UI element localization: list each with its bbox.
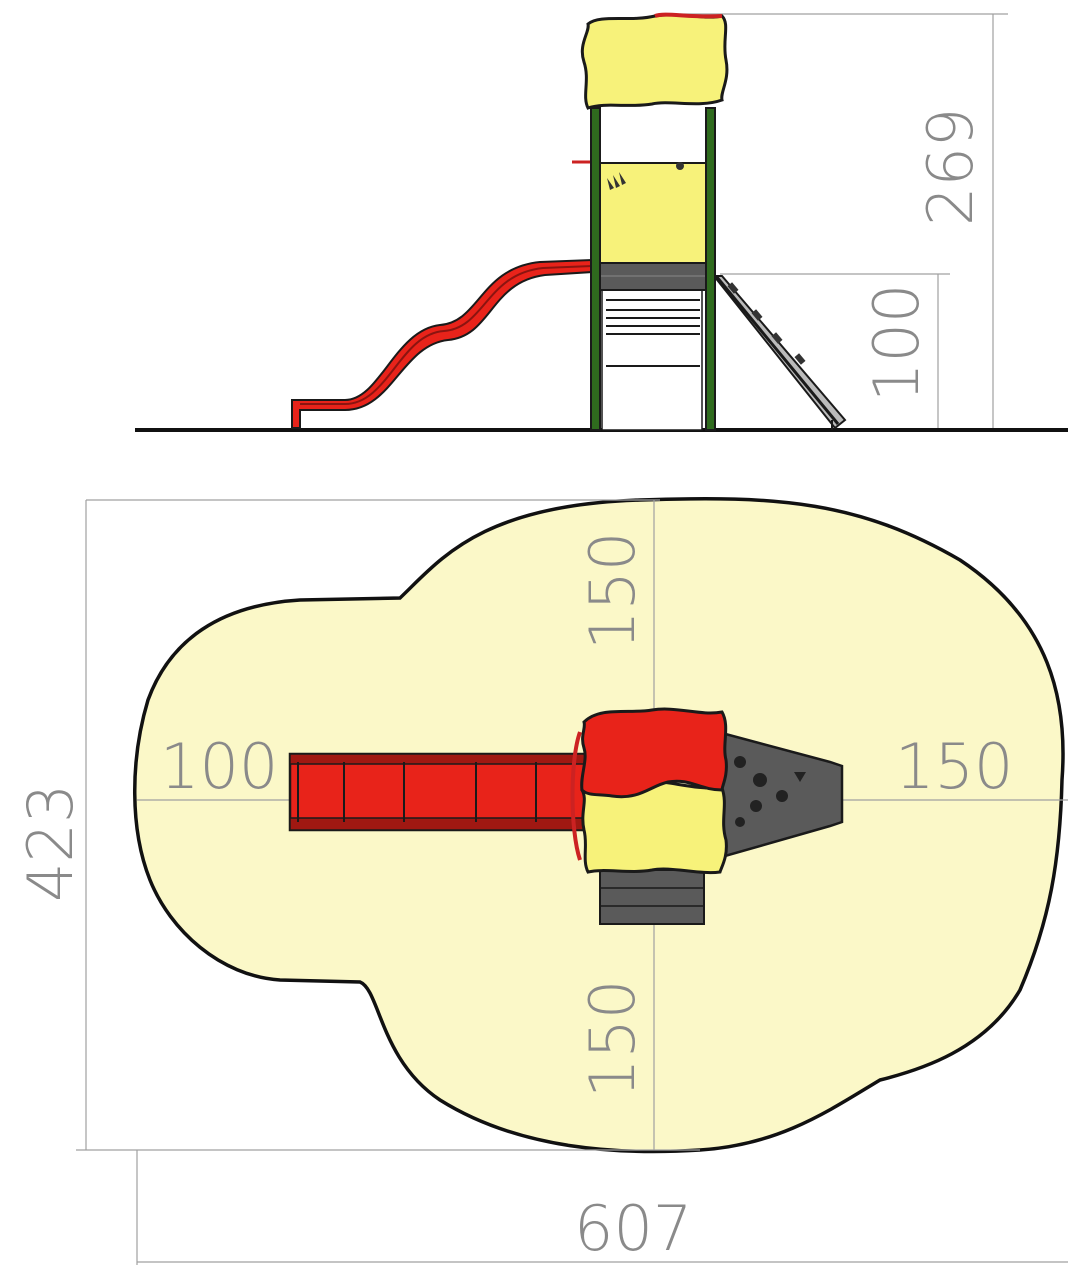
dim-safety-top: 150: [576, 532, 649, 650]
slide-plan: [288, 752, 588, 832]
elevation-dimension-lines: [680, 13, 1008, 430]
tower-elevation: [572, 12, 729, 431]
dim-platform-height: 100: [860, 284, 933, 402]
slide-elevation: [291, 258, 593, 429]
dim-total-height: 269: [914, 108, 987, 226]
tower-plan: [570, 707, 728, 875]
plan-view: 100 150 150 150 423 607: [14, 496, 1068, 1265]
dim-safety-left: 100: [160, 730, 278, 803]
dim-overall-width: 607: [574, 1192, 692, 1265]
dim-safety-right: 150: [895, 730, 1013, 803]
climbing-ramp-elevation: [711, 275, 847, 430]
step-plan: [599, 869, 705, 925]
dim-safety-bottom: 150: [576, 980, 649, 1098]
elevation-view: 269 100: [135, 12, 1068, 432]
climbing-ramp-plan: [716, 730, 844, 860]
dim-overall-depth: 423: [14, 784, 87, 902]
